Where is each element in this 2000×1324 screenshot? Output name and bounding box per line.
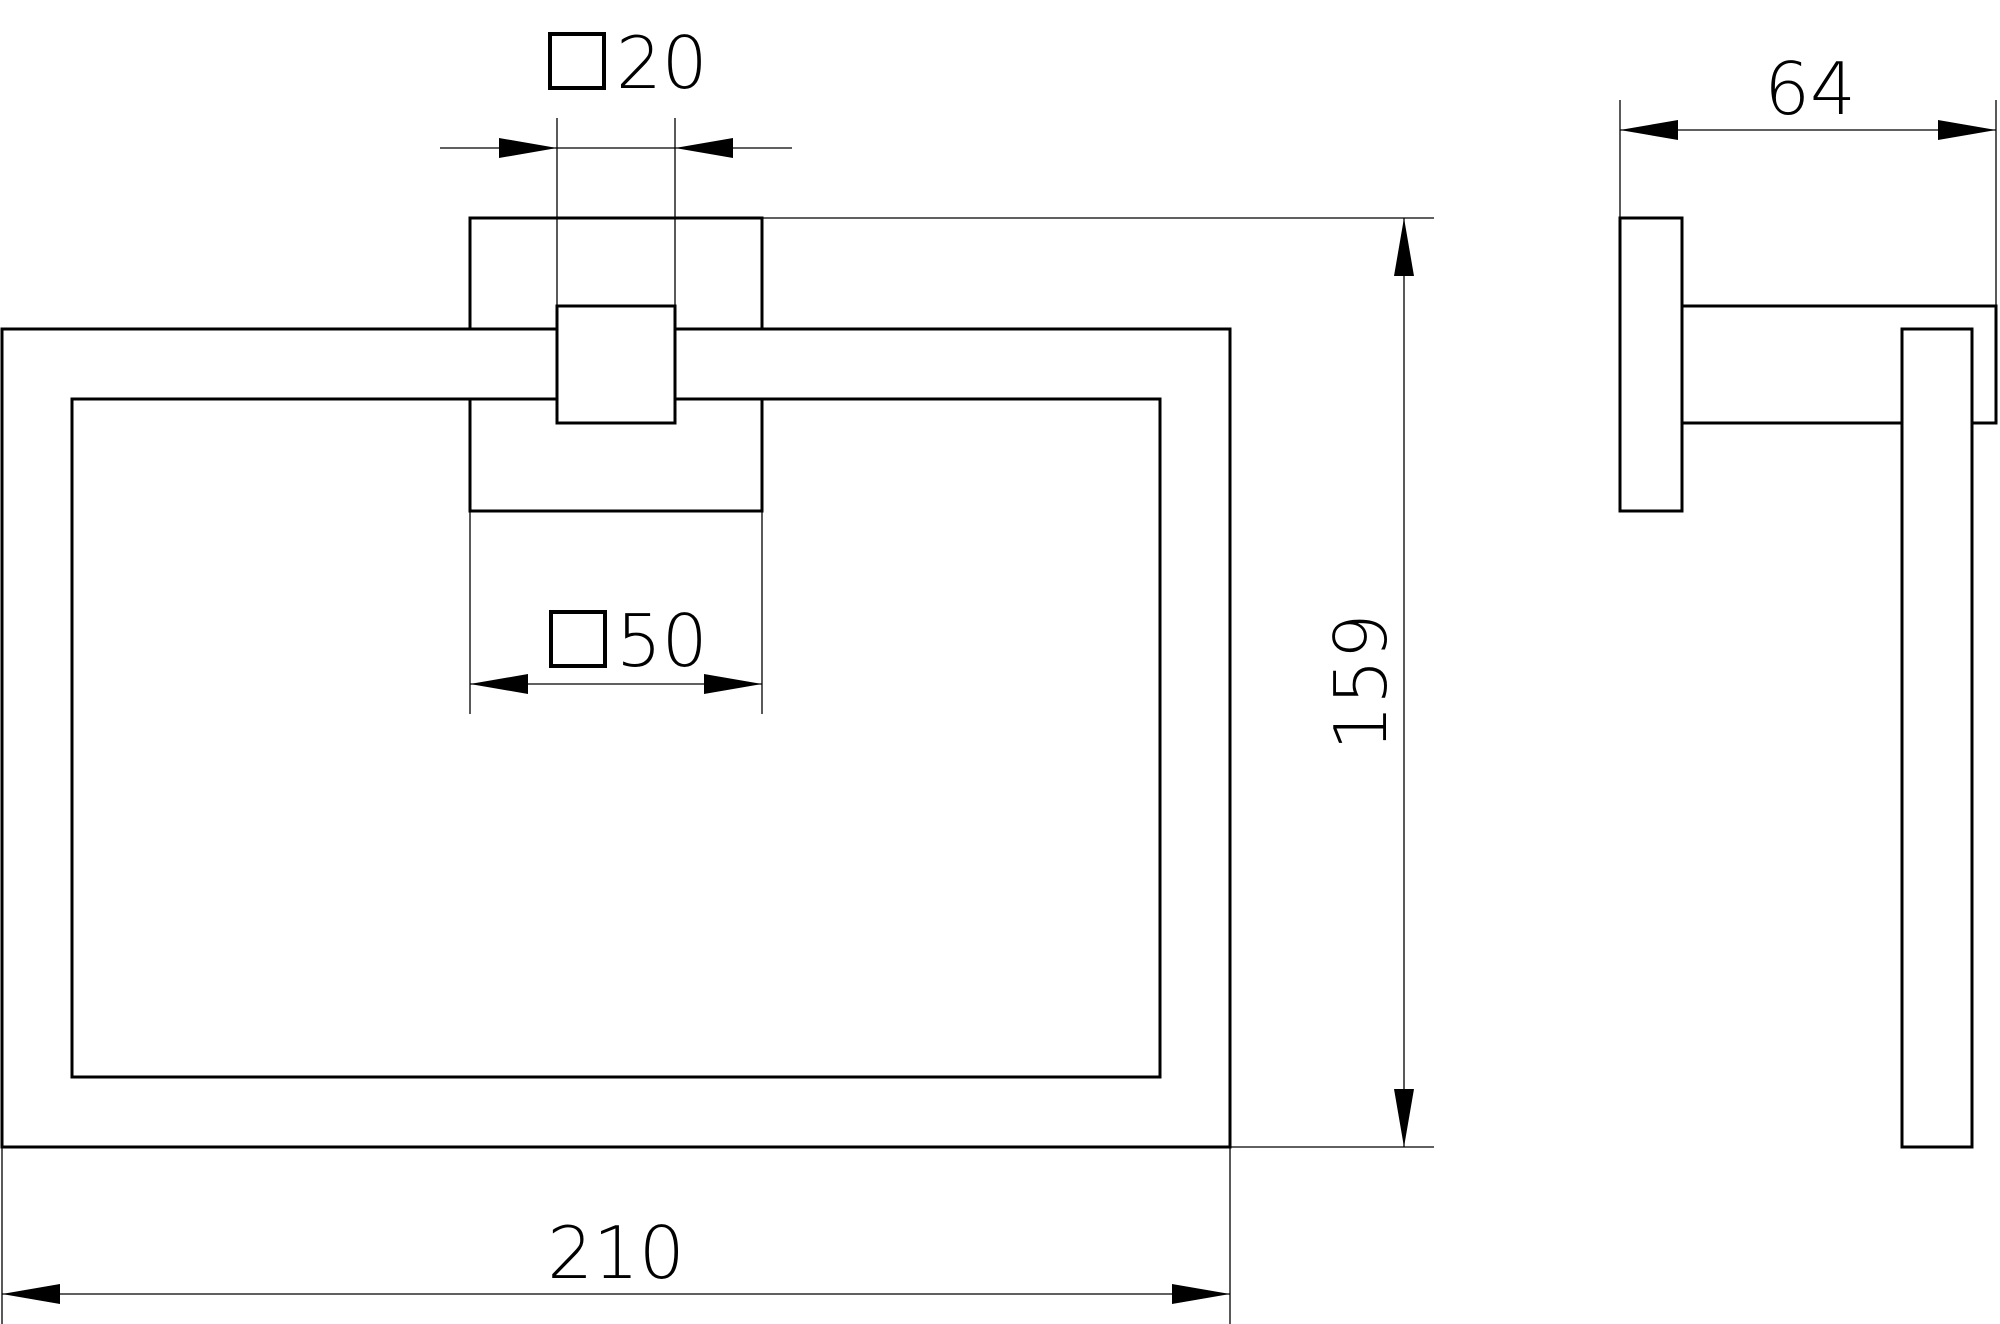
width-arrow-right (1172, 1284, 1230, 1304)
base-arrow-left (470, 674, 528, 694)
height-arrow-top (1394, 218, 1414, 276)
height-label: 159 (1319, 613, 1403, 750)
depth-arrow-left (1620, 120, 1678, 140)
width-dimension: 210 (1, 1147, 1231, 1324)
base-square-dimension: 50 (469, 511, 763, 714)
square-symbol-icon (548, 32, 606, 90)
square-symbol-icon (549, 610, 607, 668)
bar-arrow-left (499, 138, 557, 158)
side-ring (1900, 327, 1974, 1149)
arm-section-cover (557, 306, 675, 423)
depth-label: 64 (1764, 47, 1856, 131)
front-view (0, 216, 1232, 1149)
depth-arrow-right (1938, 120, 1996, 140)
side-wall-plate (1618, 216, 1684, 513)
height-arrow-bottom (1394, 1089, 1414, 1147)
side-arm (1682, 304, 1998, 425)
bar-arrow-right (675, 138, 733, 158)
base-arrow-right (704, 674, 762, 694)
bar-square-dimension: 20 (440, 21, 792, 306)
base-square-label: 50 (616, 599, 708, 683)
depth-dimension: 64 (1619, 47, 1997, 306)
arm-section-outline (555, 304, 677, 425)
width-arrow-left (2, 1284, 60, 1304)
side-view (1618, 216, 1998, 1149)
height-dimension: 159 (762, 217, 1434, 1148)
wall-plate-outline (468, 216, 764, 513)
width-label: 210 (547, 1211, 684, 1295)
bar-square-label: 20 (616, 21, 708, 105)
